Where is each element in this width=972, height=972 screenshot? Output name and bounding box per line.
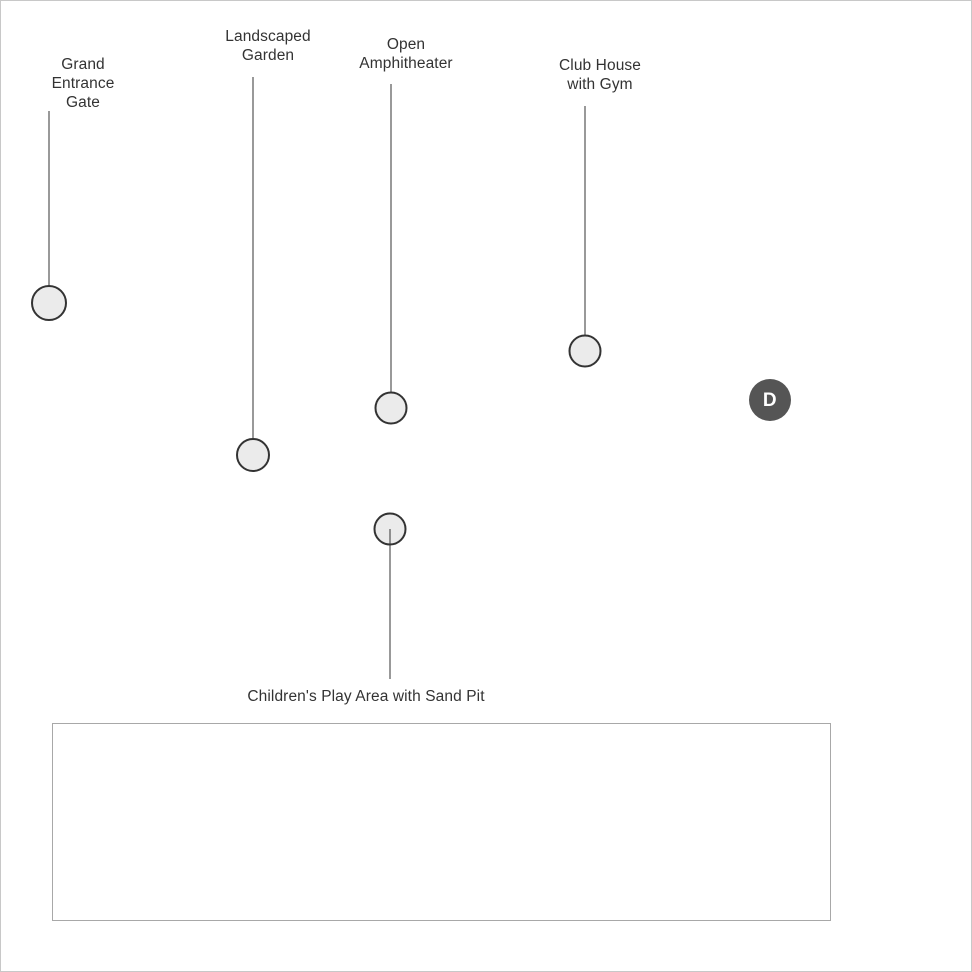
callout-label-childrens-play-area: Children's Play Area with Sand Pit [247, 688, 485, 705]
leader-line-childrens-play-area [389, 529, 391, 679]
callout-label-grand-entrance-gate: Grand Entrance Gate [51, 56, 115, 111]
leader-line-club-house-with-gym [584, 106, 586, 351]
callout-label-landscaped-garden: Landscaped Garden [225, 28, 311, 64]
callout-label-open-amphitheater: Open Amphitheater [359, 36, 453, 72]
map-badge-d[interactable]: D [749, 379, 791, 421]
map-badge-d-letter: D [762, 389, 778, 411]
leader-line-grand-entrance-gate [48, 111, 50, 303]
leader-line-open-amphitheater [390, 84, 392, 408]
legend-panel [52, 723, 831, 921]
marker-dot-club-house-with-gym[interactable] [568, 334, 602, 368]
marker-dot-landscaped-garden[interactable] [236, 438, 270, 472]
callout-label-club-house-with-gym: Club House with Gym [559, 57, 641, 93]
marker-dot-open-amphitheater[interactable] [374, 391, 408, 425]
leader-line-landscaped-garden [252, 77, 254, 455]
marker-dot-grand-entrance-gate[interactable] [31, 285, 67, 321]
